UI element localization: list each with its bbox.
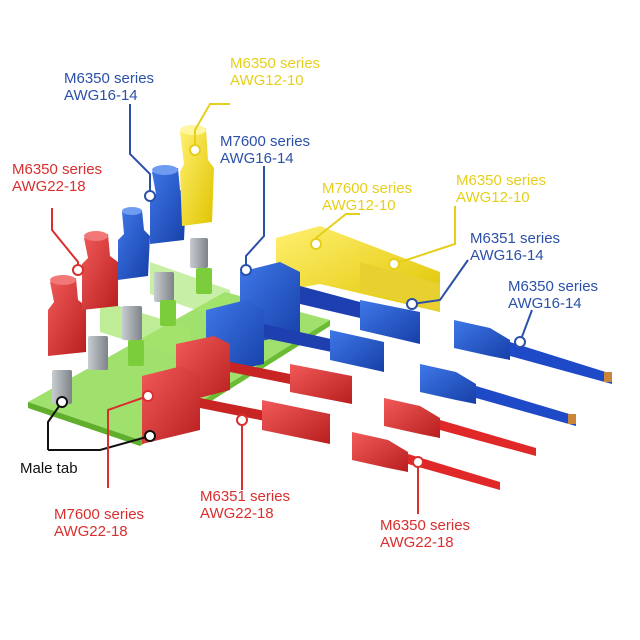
label-series: M6350 series [230, 55, 321, 72]
leader-m7600-awg16-14 [245, 166, 265, 270]
label-m6350-awg16-14-right: M6350 series AWG16-14 [508, 278, 598, 312]
label-gauge: AWG22-18 [54, 523, 128, 540]
label-gauge: AWG12-10 [322, 197, 396, 214]
label-series: M6351 series [200, 488, 291, 505]
label-gauge: AWG16-14 [470, 247, 544, 264]
label-gauge: AWG16-14 [64, 87, 138, 104]
leader-m7600-awg22-18 [107, 395, 149, 488]
label-m6350-awg22-18-left: M6350 series AWG22-18 [12, 161, 102, 195]
leader-m6351-awg16-14 [411, 259, 469, 305]
label-m7600-awg12-10: M7600 series AWG12-10 [322, 180, 412, 214]
label-gauge: AWG22-18 [380, 534, 454, 551]
leader-lines [47, 103, 533, 514]
label-m6351-awg22-18: M6351 series AWG22-18 [200, 488, 290, 522]
label-text: Male tab [20, 460, 78, 477]
label-series: M6351 series [470, 230, 561, 247]
label-m6350-awg16-14-top: M6350 series AWG16-14 [64, 70, 154, 104]
label-series: M6350 series [12, 161, 103, 178]
red-m7600-m6351-connectors [142, 336, 352, 444]
label-gauge: AWG16-14 [220, 150, 294, 167]
label-gauge: AWG22-18 [12, 178, 86, 195]
label-series: M6350 series [380, 517, 471, 534]
label-m6350-awg22-18-bottom: M6350 series AWG22-18 [380, 517, 470, 551]
label-male-tab: Male tab [20, 460, 78, 477]
callout-rings [56, 144, 526, 468]
blue-m7600-connectors [206, 262, 420, 376]
label-m7600-awg16-14: M7600 series AWG16-14 [220, 133, 310, 167]
right-wired-connectors [352, 320, 612, 490]
leader-m6350-awg12-10-top [194, 103, 230, 150]
blue-m6350-vertical-connectors [118, 165, 186, 280]
label-m6351-awg16-14: M6351 series AWG16-14 [470, 230, 560, 264]
label-series: M7600 series [220, 133, 311, 150]
label-m6350-awg12-10-top: M6350 series AWG12-10 [230, 55, 320, 89]
label-series: M7600 series [322, 180, 413, 197]
label-gauge: AWG16-14 [508, 295, 582, 312]
label-series: M6350 series [64, 70, 155, 87]
leader-m6350-awg12-10-right [393, 206, 456, 265]
leader-m6350-awg16-14-top [129, 104, 151, 196]
leader-m6350-awg22-18-left [51, 208, 79, 270]
label-series: M6350 series [456, 172, 547, 189]
label-m6350-awg12-10-right: M6350 series AWG12-10 [456, 172, 546, 206]
label-gauge: AWG22-18 [200, 505, 274, 522]
leader-male-tab-1 [47, 401, 63, 450]
label-m7600-awg22-18: M7600 series AWG22-18 [54, 506, 144, 540]
label-series: M7600 series [54, 506, 145, 523]
label-gauge: AWG12-10 [456, 189, 530, 206]
label-series: M6350 series [508, 278, 599, 295]
red-m6350-vertical-connectors [48, 231, 118, 356]
label-gauge: AWG12-10 [230, 72, 304, 89]
leader-male-tab-2 [48, 435, 151, 451]
yellow-m6350-vertical-connector [180, 125, 214, 226]
